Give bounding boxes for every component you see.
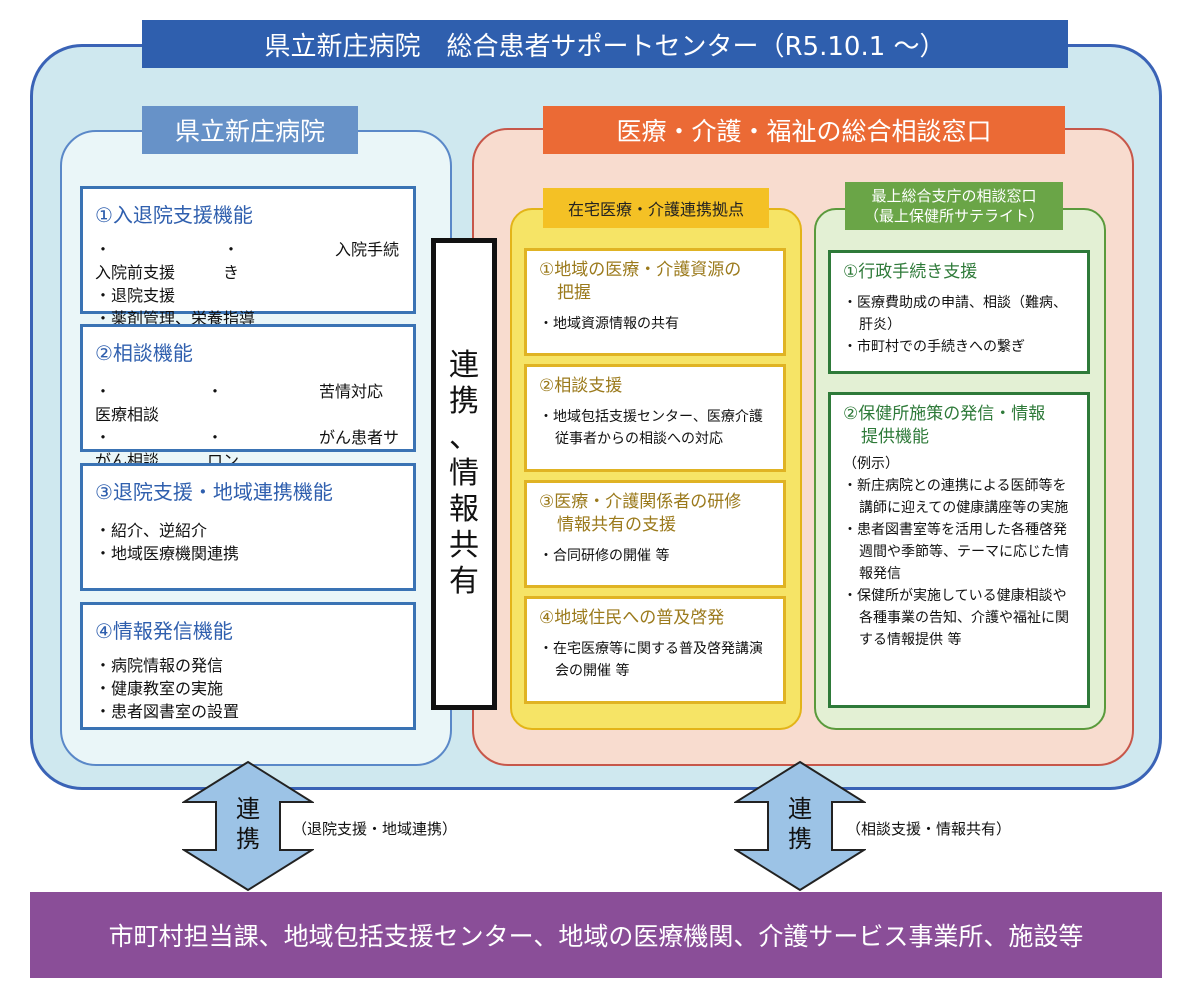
list-item: ・地域医療機関連携 bbox=[95, 544, 240, 563]
consultation-heading: 医療・介護・福祉の総合相談窓口 bbox=[543, 106, 1065, 154]
vertical-char: 携 bbox=[449, 384, 479, 419]
list-item: ・新庄病院との連携による医師等を講師に迎えての健康講座等の実施 bbox=[843, 478, 1069, 516]
box-heading: ③退院支援・地域連携機能 bbox=[95, 480, 333, 504]
box-heading: ①入退院支援機能 bbox=[95, 203, 253, 227]
vertical-char: 共 bbox=[449, 528, 479, 563]
left-box-information: ④情報発信機能 ・病院情報の発信 ・健康教室の実施 ・患者図書室の設置 bbox=[80, 602, 416, 730]
green-box-health-center: ②保健所施策の発信・情報提供機能 （例示） ・新庄病院との連携による医師等を講師… bbox=[828, 392, 1090, 708]
list-item: ・患者図書室等を活用した各種啓発週間や季節等、テーマに応じた情報発信 bbox=[843, 522, 1069, 582]
satellite-heading: 最上総合支庁の相談窓口 （最上保健所サテライト） bbox=[845, 182, 1063, 230]
list-item: ・保健所が実施している健康相談や各種事業の告知、介護や福祉に関する情報提供 等 bbox=[843, 588, 1069, 648]
list-item: ・患者図書室の設置 bbox=[95, 702, 240, 721]
list-item: ・合同研修の開催 等 bbox=[539, 548, 670, 564]
vertical-char: 、 bbox=[449, 420, 479, 455]
yellow-box-awareness: ④地域住民への普及啓発 ・在宅医療等に関する普及啓発講演会の開催 等 bbox=[524, 596, 786, 704]
list-item: ・紹介、逆紹介 bbox=[95, 521, 208, 540]
box-heading: ②相談支援 bbox=[539, 376, 623, 396]
arrow-note-right: （相談支援・情報共有） bbox=[846, 820, 1012, 838]
list-item: ・地域包括支援センター、医療介護従事者からの相談への対応 bbox=[539, 409, 763, 447]
arrow-label-left: 連携 bbox=[236, 795, 260, 853]
left-box-consultation: ②相談機能 ・医療相談 ・苦情対応 ・がん相談 ・がん患者サロン bbox=[80, 324, 416, 470]
list-item: ・薬剤管理、栄養指導 bbox=[95, 309, 256, 328]
box-heading: ④情報発信機能 bbox=[95, 619, 233, 643]
box-heading: ①地域の医療・介護資源の把握 bbox=[539, 260, 742, 303]
double-arrow-icon bbox=[182, 760, 314, 892]
list-item: ・医療相談 ・苦情対応 bbox=[95, 382, 384, 424]
page-title: 県立新庄病院 総合患者サポートセンター（R5.10.1 〜） bbox=[142, 20, 1068, 68]
vertical-char: 有 bbox=[449, 564, 479, 599]
list-item: ・在宅医療等に関する普及啓発講演会の開催 等 bbox=[539, 641, 763, 679]
box-heading: ④地域住民への普及啓発 bbox=[539, 608, 725, 628]
vertical-char: 報 bbox=[449, 492, 479, 527]
box-heading: ②相談機能 bbox=[95, 341, 193, 365]
green-box-admin: ①行政手続き支援 ・医療費助成の申請、相談（難病、肝炎） ・市町村での手続きへの… bbox=[828, 250, 1090, 374]
example-label: （例示） bbox=[843, 456, 899, 472]
vertical-char: 連 bbox=[449, 348, 479, 383]
vertical-char: 情 bbox=[449, 456, 479, 491]
box-heading: ①行政手続き支援 bbox=[843, 262, 978, 282]
double-arrow-icon bbox=[734, 760, 866, 892]
yellow-box-training: ③医療・介護関係者の研修情報共有の支援 ・合同研修の開催 等 bbox=[524, 480, 786, 588]
hospital-heading: 県立新庄病院 bbox=[142, 106, 358, 154]
yellow-box-resources: ①地域の医療・介護資源の把握 ・地域資源情報の共有 bbox=[524, 248, 786, 356]
left-box-discharge-liaison: ③退院支援・地域連携機能 ・紹介、逆紹介 ・地域医療機関連携 bbox=[80, 463, 416, 591]
left-box-admission: ①入退院支援機能 ・入院前支援 ・入院手続き ・退院支援 ・薬剤管理、栄養指導 bbox=[80, 186, 416, 328]
list-item: ・病院情報の発信 bbox=[95, 656, 224, 675]
arrow-label-right: 連携 bbox=[788, 795, 812, 853]
list-item: ・医療費助成の申請、相談（難病、肝炎） bbox=[843, 295, 1067, 333]
list-item: ・健康教室の実施 bbox=[95, 679, 224, 698]
arrow-note-left: （退院支援・地域連携） bbox=[292, 820, 458, 838]
coordination-info-sharing-box: 連 携 、 情 報 共 有 bbox=[431, 238, 497, 710]
list-item: ・入院前支援 ・入院手続き bbox=[95, 240, 400, 282]
yellow-box-consult-support: ②相談支援 ・地域包括支援センター、医療介護従事者からの相談への対応 bbox=[524, 364, 786, 472]
list-item: ・市町村での手続きへの繋ぎ bbox=[843, 339, 1025, 355]
list-item: ・退院支援 bbox=[95, 286, 176, 305]
community-partners-bar: 市町村担当課、地域包括支援センター、地域の医療機関、介護サービス事業所、施設等 bbox=[30, 892, 1162, 978]
home-care-heading: 在宅医療・介護連携拠点 bbox=[543, 188, 769, 228]
list-item: ・地域資源情報の共有 bbox=[539, 316, 679, 332]
box-heading: ②保健所施策の発信・情報提供機能 bbox=[843, 404, 1046, 447]
box-heading: ③医療・介護関係者の研修情報共有の支援 bbox=[539, 492, 742, 535]
